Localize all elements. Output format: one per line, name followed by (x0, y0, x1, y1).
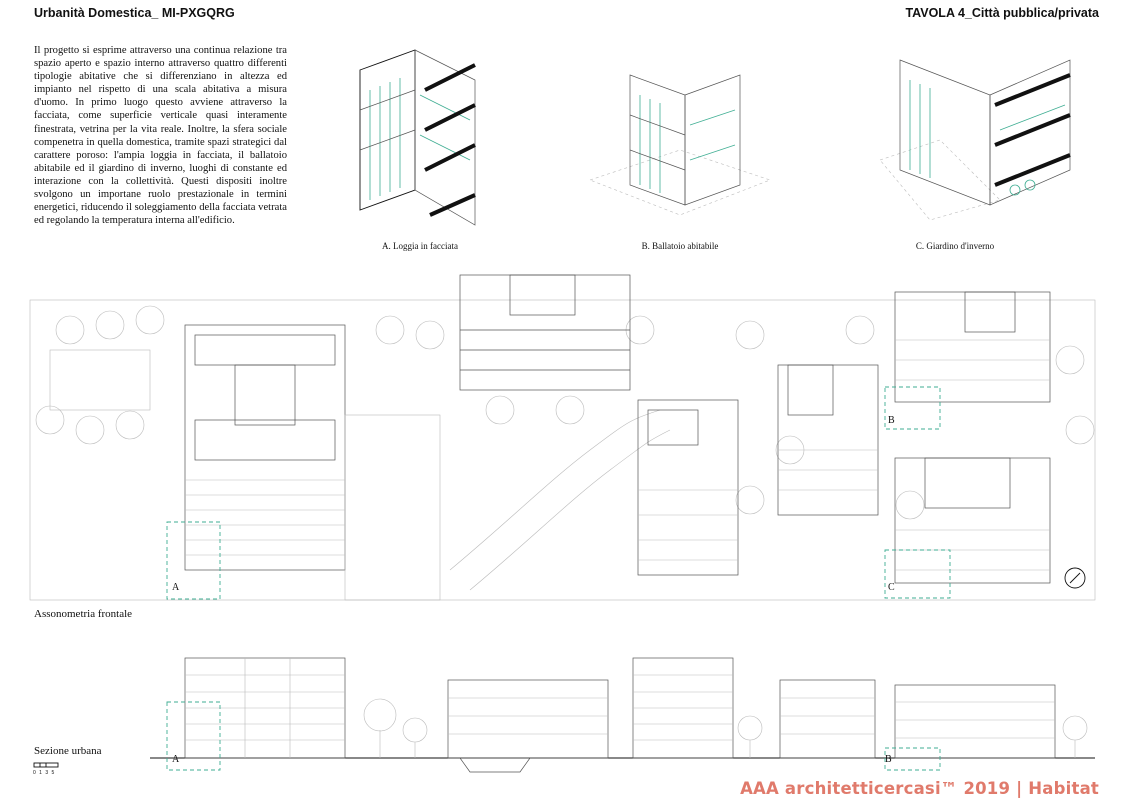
caption-c: C. Giardino d'inverno (915, 241, 995, 251)
marker-b-axonometry: B (888, 415, 895, 426)
label-axonometry: Assonometria frontale (34, 608, 133, 620)
footer-brand: AAA architetticercasi™ 2019 | Habitat (740, 779, 1099, 798)
scale-bar-labels: 0 1 3 5 (33, 770, 55, 776)
caption-a: A. Loggia in facciata (382, 241, 458, 251)
detail-c-drawing (879, 59, 1071, 221)
detail-b-drawing (589, 74, 771, 216)
scale-bar-tick-1: 1 (39, 770, 43, 776)
section-drawing (150, 657, 1095, 773)
marker-c-axonometry: C (888, 582, 895, 593)
scale-bar-graphic (33, 762, 59, 768)
intro-paragraph: Il progetto si esprime attraverso una co… (34, 45, 287, 227)
marker-a-section: A (172, 754, 180, 765)
marker-a-axonometry: A (172, 582, 180, 593)
marker-b-section: B (885, 754, 892, 765)
scale-bar-tick-0: 0 (33, 770, 37, 776)
scale-bar-tick-3: 3 (45, 770, 50, 776)
header-right-title: TAVOLA 4_Città pubblica/privata (905, 6, 1099, 20)
header-left-title: Urbanità Domestica_ MI-PXGQRG (34, 6, 235, 20)
caption-b: B. Ballatoio abitabile (641, 241, 719, 251)
label-section: Sezione urbana (34, 745, 102, 757)
detail-a-drawing (359, 49, 476, 226)
axonometry-drawing (29, 274, 1096, 601)
scale-bar-tick-5: 5 (51, 770, 56, 776)
